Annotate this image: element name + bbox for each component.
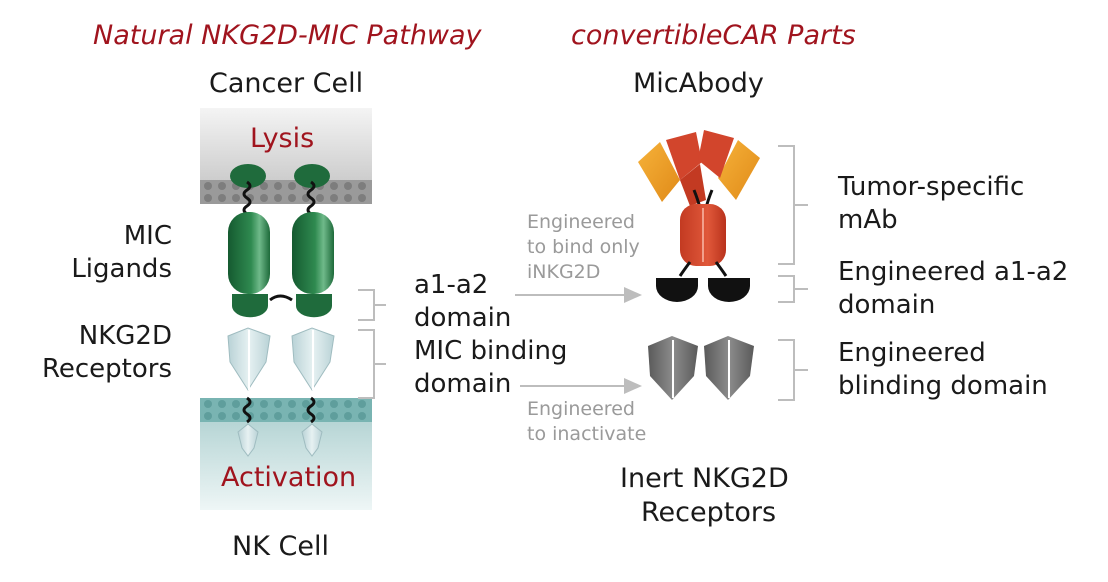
- nkg2d-receptors-label-1: NKG2D: [78, 321, 172, 351]
- micabody-label: MicAbody: [633, 68, 764, 99]
- heading-convertiblecar-parts: convertibleCAR Parts: [571, 20, 856, 51]
- mic-ligand-right: [292, 164, 334, 318]
- engineered-inactivate-label-2: to inactivate: [527, 423, 647, 445]
- inert-receptors-label-2: Receptors: [641, 497, 777, 528]
- cancer-cell-region: [200, 108, 372, 188]
- a1a2-domain-label-1: a1-a2: [414, 270, 489, 300]
- engineered-bind-label-1: Engineered: [527, 211, 635, 233]
- bracket-engineered-binding: [778, 339, 808, 401]
- ligand-connector: [269, 294, 293, 302]
- tumor-specific-label-2: mAb: [838, 205, 898, 235]
- activation-label: Activation: [221, 462, 357, 493]
- bracket-tumor-mab: [778, 145, 808, 265]
- nkg2d-receptor-right: [291, 327, 335, 457]
- heading-natural-pathway: Natural NKG2D-MIC Pathway: [93, 20, 482, 51]
- nkg2d-receptor-left: [227, 327, 271, 457]
- mic-ligand-left: [228, 164, 270, 318]
- engineered-a1a2-domains: [656, 278, 750, 302]
- engineered-a1a2-label-1: Engineered a1-a2: [838, 257, 1069, 287]
- micabody-antibody: [638, 130, 760, 277]
- nk-cell-label: NK Cell: [232, 531, 329, 562]
- engineered-bind-label-2: to bind only: [527, 236, 640, 258]
- engineered-inactivate-label-1: Engineered: [527, 398, 635, 420]
- nk-cell-membrane: [200, 398, 372, 422]
- engineered-bind-label-3: iNKG2D: [527, 261, 601, 283]
- mic-binding-domain-label-2: domain: [414, 369, 512, 399]
- cancer-cell-label: Cancer Cell: [209, 68, 364, 99]
- bracket-engineered-a1a2: [778, 275, 808, 303]
- a1a2-domain-label-2: domain: [414, 303, 512, 333]
- nkg2d-receptors-label-2: Receptors: [41, 354, 172, 384]
- mic-ligands-label-2: Ligands: [71, 254, 172, 284]
- inert-nkg2d-receptors: [648, 336, 754, 400]
- engineered-binding-label-1: Engineered: [838, 338, 986, 368]
- tumor-specific-label-1: Tumor-specific: [838, 172, 1025, 202]
- lysis-label: Lysis: [250, 123, 315, 154]
- engineered-a1a2-label-2: domain: [838, 290, 936, 320]
- mic-ligands-label-1: MIC: [123, 221, 172, 251]
- inert-receptors-label-1: Inert NKG2D: [620, 463, 789, 494]
- mic-binding-domain-label-1: MIC binding: [414, 336, 568, 366]
- bracket-mic-binding: [358, 329, 386, 399]
- bracket-a1a2: [358, 289, 386, 321]
- cancer-cell-membrane: [200, 180, 372, 204]
- engineered-binding-label-2: blinding domain: [838, 371, 1048, 401]
